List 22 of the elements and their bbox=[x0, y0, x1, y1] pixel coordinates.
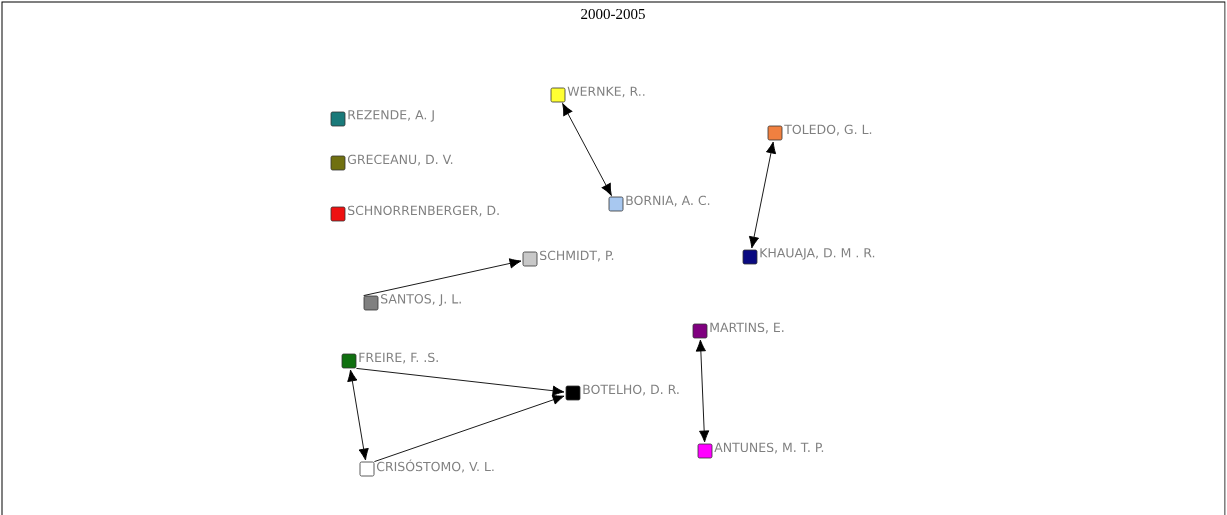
title: 2000-2005 bbox=[581, 8, 645, 20]
node-label: MARTINS, E. bbox=[710, 322, 784, 334]
node-label: BOTELHO, D. R. bbox=[583, 384, 679, 396]
node-label: ANTUNES, M. T. P. bbox=[714, 442, 824, 454]
node-label: WERNKE, R.. bbox=[567, 86, 645, 98]
arrow bbox=[562, 103, 612, 196]
arrow bbox=[695, 339, 710, 443]
node-label: TOLEDO, G. L. bbox=[784, 124, 872, 136]
arrow bbox=[363, 258, 522, 297]
node-label: KHAUAJA, D. M . R. bbox=[760, 248, 875, 260]
node-label: REZENDE, A. J bbox=[348, 110, 434, 122]
node-label: GRECEANU, D. V. bbox=[347, 154, 453, 166]
node-label: CRISÓSTOMO, V. L. bbox=[376, 459, 494, 473]
node-label: BORNIA, A. C. bbox=[626, 195, 710, 207]
arrow bbox=[347, 369, 369, 461]
arrow bbox=[748, 141, 777, 249]
arrow bbox=[355, 367, 565, 396]
node-label: FREIRE, F. .S. bbox=[359, 352, 438, 364]
node-label: SCHMIDT, P. bbox=[540, 250, 614, 262]
node-label: SCHNORRENBERGER, D. bbox=[348, 205, 499, 217]
arrow bbox=[373, 394, 565, 463]
node-label: SANTOS, J. L. bbox=[381, 294, 461, 306]
